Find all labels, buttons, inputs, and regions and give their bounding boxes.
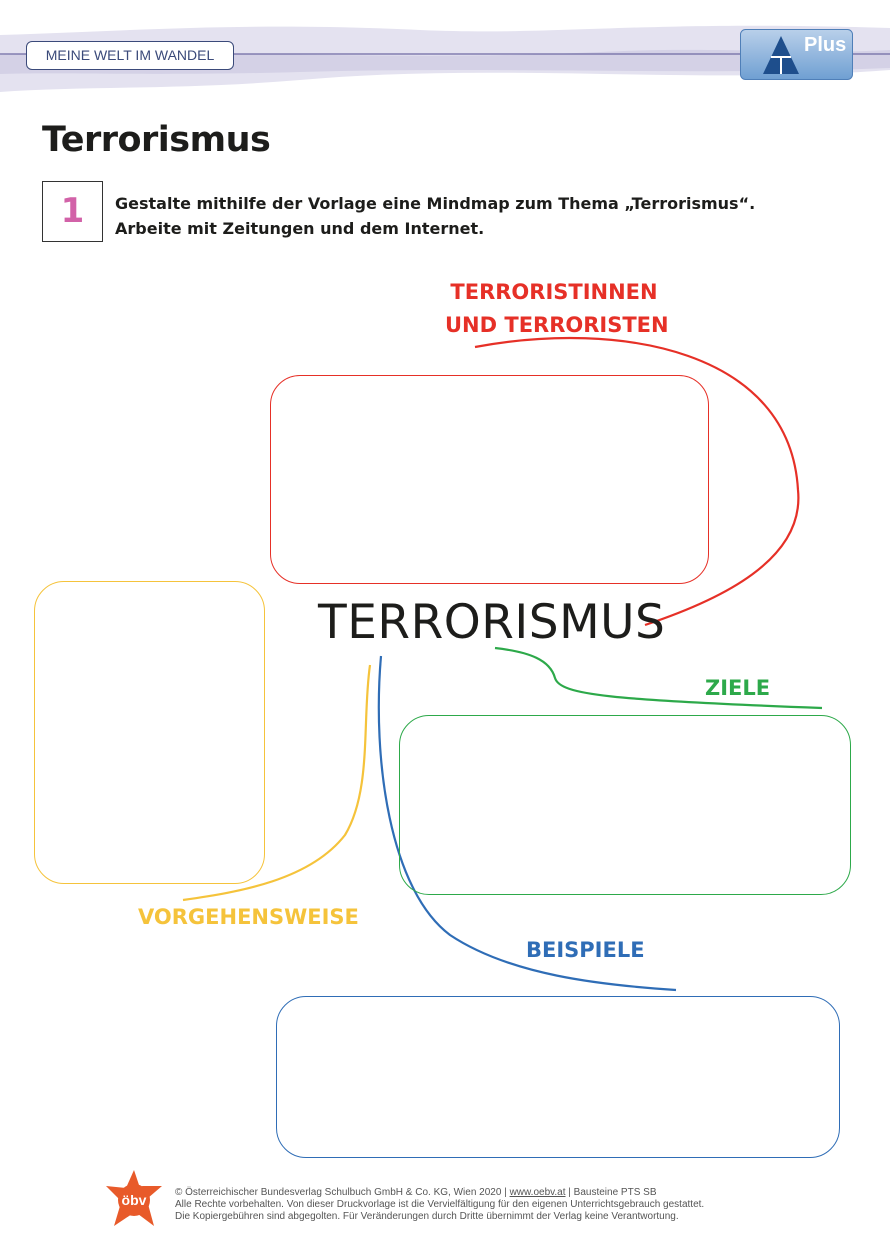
label-terroristen-line-1: TERRORISTINNEN — [450, 280, 658, 304]
plus-badge-label: Plus — [804, 34, 846, 56]
connector-vorgehensweise — [182, 664, 372, 902]
footer-line-1: © Österreichischer Bundesverlag Schulbuc… — [175, 1187, 865, 1199]
footer-line-3: Die Kopiergebühren sind abgegolten. Für … — [175, 1211, 679, 1222]
label-beispiele: BEISPIELE — [526, 938, 645, 962]
footer-copyright: © Österreichischer Bundesverlag Schulbuc… — [175, 1187, 865, 1223]
page-title: Terrorismus — [42, 120, 271, 160]
answer-box-ziele[interactable] — [399, 715, 851, 895]
answer-box-beispiele[interactable] — [276, 996, 840, 1158]
label-terroristen: TERRORISTINNEN UND TERRORISTEN — [445, 276, 669, 342]
label-terroristen-line-2: UND TERRORISTEN — [445, 313, 669, 337]
oebv-logo: öbv — [104, 1168, 164, 1230]
series-label: MEINE WELT IM WANDEL — [26, 41, 234, 70]
task-line-1: Gestalte mithilfe der Vorlage eine Mindm… — [115, 194, 756, 213]
footer-line-1-pre: © Österreichischer Bundesverlag Schulbuc… — [175, 1187, 510, 1198]
connector-beispiele — [377, 655, 677, 992]
task-number: 1 — [42, 181, 103, 242]
plus-badge: Plus — [740, 29, 853, 80]
label-ziele: ZIELE — [705, 676, 771, 700]
mindmap-center: TERRORISMUS — [318, 595, 666, 650]
answer-box-terroristen[interactable] — [270, 375, 709, 584]
task-line-2: Arbeite mit Zeitungen und dem Internet. — [115, 219, 485, 238]
footer-line-2: Alle Rechte vorbehalten. Von dieser Druc… — [175, 1199, 705, 1210]
footer-line-1-post: | Bausteine PTS SB — [565, 1187, 657, 1198]
footer-link[interactable]: www.oebv.at — [509, 1187, 566, 1198]
label-vorgehensweise: VORGEHENSWEISE — [138, 905, 359, 929]
plus-logo-icon: Plus — [740, 29, 853, 80]
connector-ziele — [494, 646, 823, 710]
oebv-logo-text: öbv — [122, 1192, 147, 1208]
task-instructions: Gestalte mithilfe der Vorlage eine Mindm… — [115, 191, 815, 241]
connector-terroristen — [474, 336, 800, 627]
oebv-logo-icon: öbv — [106, 1170, 162, 1226]
answer-box-vorgehensweise[interactable] — [34, 581, 265, 884]
